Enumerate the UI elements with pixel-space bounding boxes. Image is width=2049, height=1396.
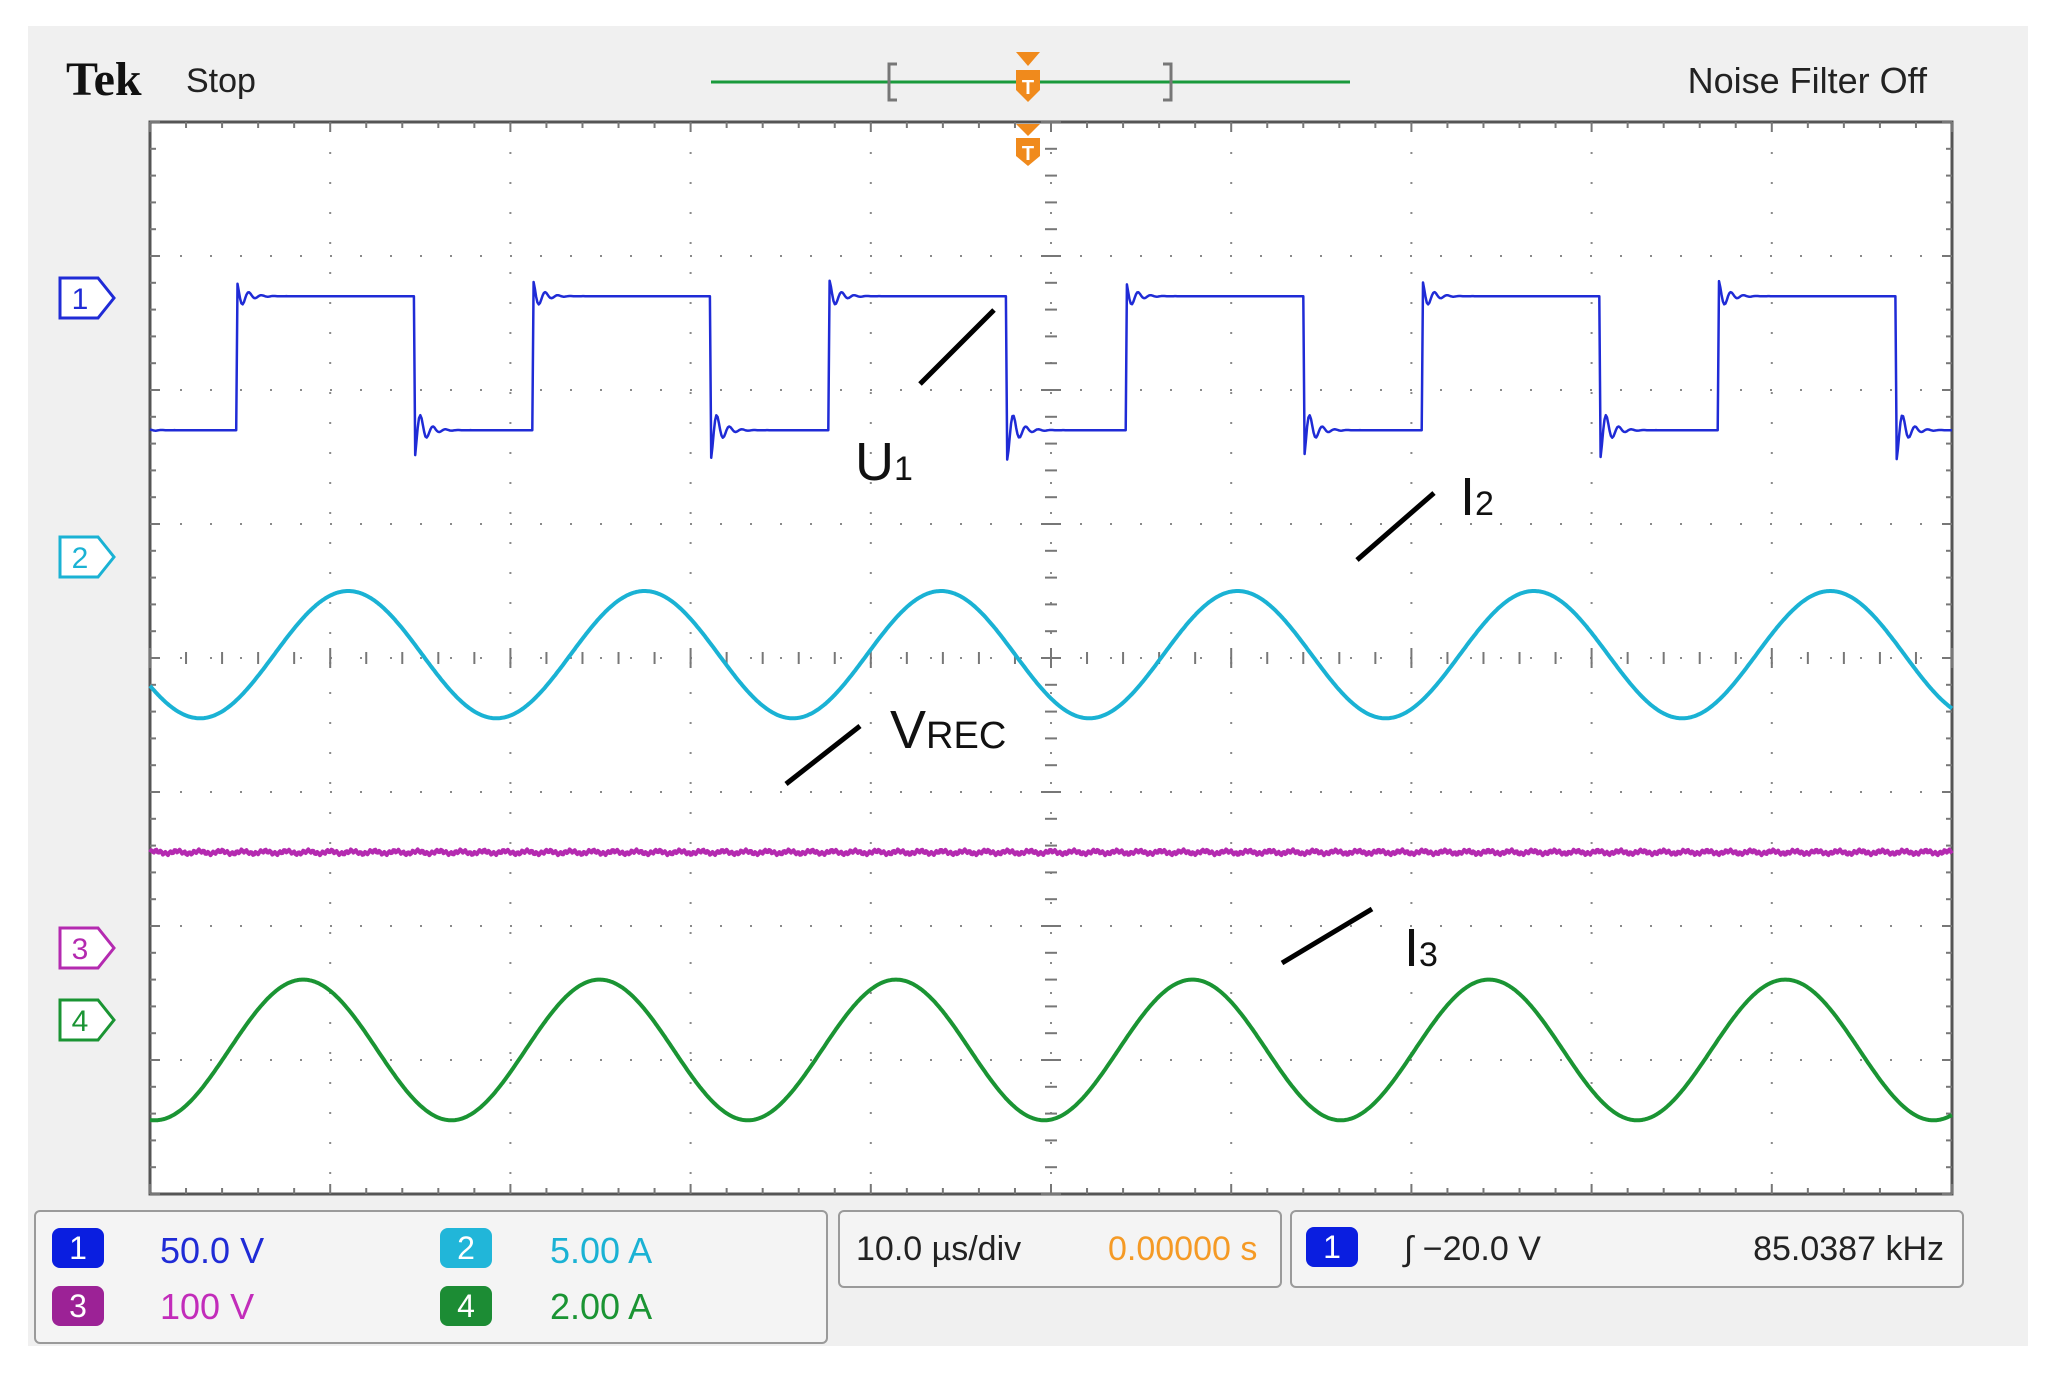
noise-filter-status: Noise Filter Off: [1687, 60, 1927, 101]
channel-4-scale: 2.00 A: [550, 1286, 653, 1327]
svg-text:2: 2: [72, 542, 89, 575]
i2-pointer: [1355, 491, 1436, 562]
channel-4-badge[interactable]: 4: [440, 1286, 492, 1326]
u1-pointer: [918, 308, 996, 386]
acquisition-state: Stop: [186, 62, 256, 100]
trace-layer: [148, 279, 1954, 1123]
trigger-position-icon[interactable]: T: [1016, 52, 1040, 102]
channel-1-scale: 50.0 V: [160, 1230, 265, 1271]
annotations: U1 I2 VREC I3: [784, 308, 1494, 978]
channel-2-badge[interactable]: 2: [440, 1228, 492, 1268]
svg-text:T: T: [1022, 77, 1034, 99]
trace-i2: [148, 589, 1954, 721]
trigger-frequency: 85.0387 kHz: [1753, 1230, 1944, 1268]
vertical-settings-panel: 1 50.0 V 2 5.00 A 3 100 V 4 2.00 A: [34, 1210, 828, 1344]
brand-logo: Tek: [66, 53, 142, 106]
channel-2-marker-shape: 2: [58, 535, 116, 579]
channel-4-marker-shape: 4: [58, 998, 116, 1042]
channel-1-marker[interactable]: 1: [58, 276, 116, 320]
trigger-bar[interactable]: T T: [711, 52, 1350, 166]
trace-i3: [149, 977, 1953, 1123]
channel-4-marker[interactable]: 4: [58, 998, 116, 1042]
view-bracket-left: [887, 62, 897, 102]
expansion-point-icon[interactable]: T: [1016, 124, 1040, 166]
vrec-pointer: [784, 724, 862, 786]
channel-1-badge[interactable]: 1: [52, 1228, 104, 1268]
channel-3-marker[interactable]: 3: [58, 926, 116, 970]
trace-u1: [149, 279, 1953, 461]
channel-2-scale: 5.00 A: [550, 1230, 653, 1271]
channel-3-scale: 100 V: [160, 1286, 255, 1327]
trigger-level: ∫ −20.0 V: [1404, 1230, 1541, 1268]
channel-2-marker[interactable]: 2: [58, 535, 116, 579]
trace-vrec: [148, 847, 1954, 858]
u1-label: U1: [855, 432, 913, 492]
graticule: [148, 120, 1954, 1196]
horizontal-settings-panel[interactable]: 10.0 µs/div 0.00000 s: [838, 1210, 1282, 1288]
channel-1-marker-shape: 1: [58, 276, 116, 320]
timebase-scale: 10.0 µs/div: [856, 1230, 1022, 1268]
i3-label: I3: [1404, 918, 1438, 978]
svg-text:1: 1: [72, 283, 89, 316]
vrec-label: VREC: [890, 700, 1006, 760]
svg-text:3: 3: [72, 933, 89, 966]
svg-text:T: T: [1022, 143, 1034, 165]
timebase-position: 0.00000 s: [1108, 1230, 1258, 1268]
view-bracket-right: [1163, 62, 1173, 102]
channel-3-marker-shape: 3: [58, 926, 116, 970]
trigger-settings-panel[interactable]: 1 ∫ −20.0 V 85.0387 kHz: [1290, 1210, 1964, 1288]
channel-3-badge[interactable]: 3: [52, 1286, 104, 1326]
trigger-source-badge[interactable]: 1: [1306, 1227, 1358, 1267]
svg-text:4: 4: [72, 1005, 89, 1038]
i3-pointer: [1280, 906, 1374, 966]
i2-label: I2: [1460, 467, 1494, 527]
